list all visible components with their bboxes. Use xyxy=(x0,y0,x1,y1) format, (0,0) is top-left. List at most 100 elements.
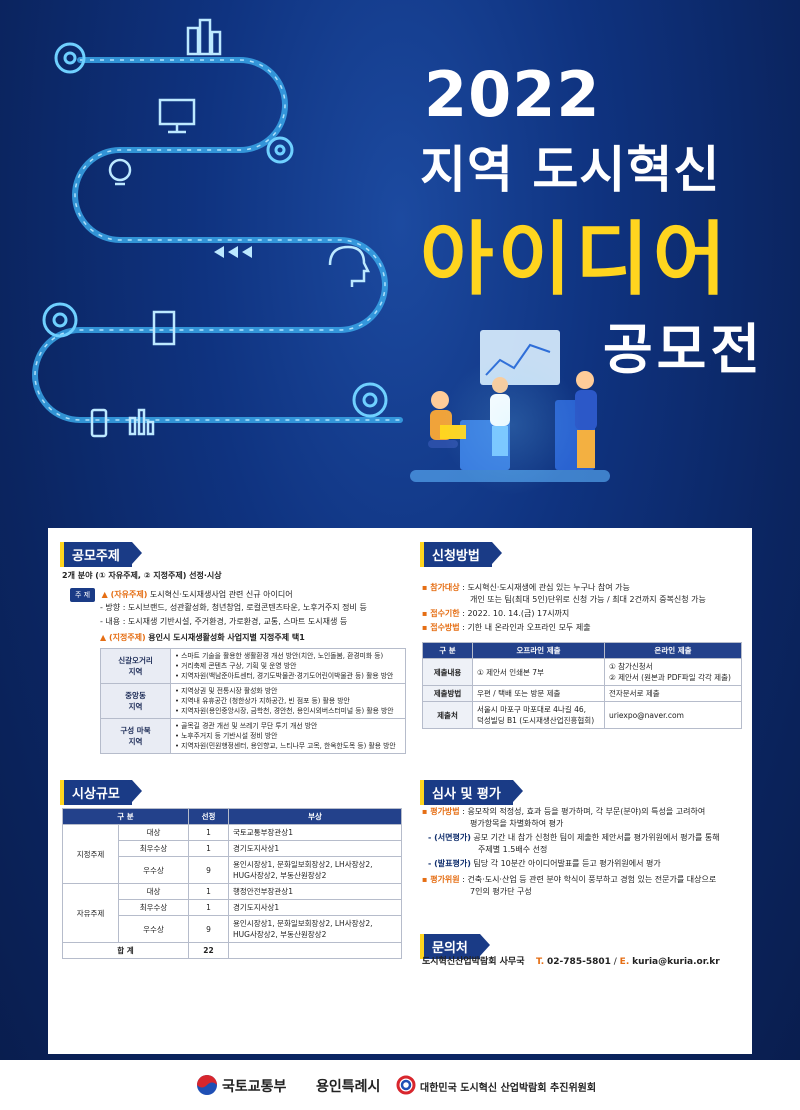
apply-target-text: : 도시혁신·도시재생에 관심 있는 누구나 참여 가능 xyxy=(462,583,630,592)
review-committee: ▪ 평가위원 : 건축·도시·산업 등 관련 분야 학식이 풍부하고 경험 있는… xyxy=(422,874,716,886)
review-section-title: 심사 및 평가 xyxy=(420,780,523,805)
review-committee-text: : 건축·도시·산업 등 관련 분야 학식이 풍부하고 경험 있는 전문가를 대… xyxy=(462,875,717,884)
footer-logo-molit: 국토교통부 xyxy=(222,1079,287,1095)
contact-line: 도시혁신산업박람회 사무국 T. 02-785-5801 / E. kuria@… xyxy=(422,956,720,968)
prize-header-category: 구 분 xyxy=(62,808,189,825)
theme-section-title: 공모주제 xyxy=(60,542,142,567)
review-doc-text: 공모 기간 내 참가 신청한 팀이 제출한 제안서를 평가위원에서 평가를 통해 xyxy=(473,833,720,842)
contact-email[interactable]: kuria@kuria.or.kr xyxy=(632,957,720,967)
apply-deadline-text: : 2022. 10. 14.(금) 17시까지 xyxy=(462,609,570,618)
theme-intro: 2개 분야 (① 자유주제, ② 지정주제) 선정·시상 xyxy=(62,571,222,580)
region-item: • 지역자원(백남준아트센터, 경기도박물관·경기도어린이박물관 등) 활용 방… xyxy=(175,672,394,680)
prize-reward: 행정안전부장관상1 xyxy=(228,883,402,900)
prize-count: 1 xyxy=(188,824,229,841)
prize-reward: 경기도지사상1 xyxy=(228,899,402,916)
designated-theme-text: 용인시 도시재생활성화 사업지별 지정주제 택1 xyxy=(148,633,305,642)
apply-method: ▪ 접수방법 : 기한 내 온라인과 오프라인 모두 제출 xyxy=(422,622,591,634)
review-method-text: : 응모작의 적정성, 효과 등을 평가하며, 각 부문(분야)의 특성을 고려… xyxy=(462,807,706,816)
submission-header-offline: 오프라인 제출 xyxy=(472,642,605,659)
content-panel: 공모주제 2개 분야 (① 자유주제, ② 지정주제) 선정·시상 주 제 ▲ … xyxy=(48,528,752,1054)
apply-method-label: ▪ 접수방법 xyxy=(422,623,460,632)
prize-reward: 경기도지사상1 xyxy=(228,840,402,857)
prize-total-label: 합 계 xyxy=(62,942,189,959)
submission-label: 제출내용 xyxy=(422,658,473,686)
region-item: • 지역내 유휴공간 (청한상가 지하공간, 빈 점포 등) 활용 방안 xyxy=(175,697,350,705)
apply-deadline-label: ▪ 접수기한 xyxy=(422,609,460,618)
theme-tag: 주 제 xyxy=(70,588,96,602)
contact-separator: / xyxy=(613,957,617,967)
region-item: • 지역상권 및 전통시장 활성화 방안 xyxy=(175,687,278,695)
region-items: • 골목길 경관 개선 및 쓰레기 무단 투기 개선 방안 • 노후주거지 등 기… xyxy=(170,718,406,754)
review-committee-label: ▪ 평가위원 xyxy=(422,875,460,884)
review-doc: - (서면평가) 공모 기간 내 참가 신청한 팀이 제출한 제안서를 평가위원… xyxy=(428,832,720,844)
title-subject: 지역 도시혁신 xyxy=(420,141,721,199)
free-bullet-2: - 내용 : 도시재생 기반시설, 주거환경, 가로환경, 교통, 스마트 도시… xyxy=(100,617,348,626)
footer: 국토교통부 용인특례시 대한민국 도시혁신 산업박람회 추진위원회 xyxy=(0,1060,800,1110)
contact-org: 도시혁신산업박람회 사무국 xyxy=(422,957,525,967)
region-item: • 스마트 기술을 활용한 생활환경 개선 방안(치안, 노인돌봄, 환경미화 … xyxy=(175,652,384,660)
hero-area: 2022 지역 도시혁신 아이디어 공모전 xyxy=(0,0,800,530)
submission-online: uriexpo@naver.com xyxy=(603,701,743,729)
free-bullet-1: - 방향 : 도시브랜드, 성관활성화, 청년창업, 로컬콘텐츠타운, 노후거주… xyxy=(100,603,367,612)
region-item: • 골목길 경관 개선 및 쓰레기 무단 투기 개선 방안 xyxy=(175,722,318,730)
region-item: • 노후주거지 등 기반시설 정비 방안 xyxy=(175,732,278,740)
submission-header-category: 구 분 xyxy=(422,642,473,659)
prize-grade: 우수상 xyxy=(118,915,189,943)
designated-theme-prefix: ▲ (지정주제) xyxy=(100,633,146,642)
region-item: • 지역자원(민원행정센터, 용인향교, 느티나무 고목, 한옥한도목 등) 활… xyxy=(175,742,396,750)
title-highlight: 아이디어 xyxy=(420,213,731,306)
prize-reward: 용인시장상1, 문화일보회장상2, LH사장상2,HUG사장상2, 부동산원장상… xyxy=(228,915,402,943)
prize-header-count: 선정 xyxy=(188,808,229,825)
contact-section-title: 문의처 xyxy=(420,934,490,959)
region-items: • 지역상권 및 전통시장 활성화 방안 • 지역내 유휴공간 (청한상가 지하공… xyxy=(170,683,406,719)
prize-count: 1 xyxy=(188,899,229,916)
prize-count: 9 xyxy=(188,856,229,884)
prize-reward: 국토교통부장관상1 xyxy=(228,824,402,841)
submission-label: 제출방법 xyxy=(422,685,473,702)
submission-offline: 우편 / 택배 또는 방문 제출 xyxy=(472,685,605,702)
submission-offline: 서울시 마포구 마포대로 4나길 46,덕성빌딩 B1 (도시재생산업진흥협회) xyxy=(472,701,605,729)
review-pres-text: 팀당 각 10분간 아이디어발표를 듣고 평가위원에서 평가 xyxy=(473,859,661,868)
prize-count: 1 xyxy=(188,883,229,900)
review-doc-text2: 주제별 1.5배수 선정 xyxy=(478,845,548,854)
prize-grade: 최우수상 xyxy=(118,840,189,857)
molit-emblem-icon xyxy=(197,1075,217,1095)
prize-group-name: 지정주제 xyxy=(62,824,119,884)
submission-header-online: 온라인 제출 xyxy=(603,642,743,659)
contact-phone: 02-785-5801 xyxy=(547,957,611,967)
footer-logo-committee: 대한민국 도시혁신 산업박람회 추진위원회 xyxy=(420,1083,597,1094)
prize-total-count: 22 xyxy=(188,942,229,959)
apply-deadline: ▪ 접수기한 : 2022. 10. 14.(금) 17시까지 xyxy=(422,608,569,620)
region-items: • 스마트 기술을 활용한 생활환경 개선 방안(치안, 노인돌봄, 환경미화 … xyxy=(170,648,406,684)
designated-theme-line: ▲ (지정주제) 용인시 도시재생활성화 사업지별 지정주제 택1 xyxy=(100,632,305,644)
title-year: 2022 xyxy=(424,58,601,131)
submission-online: 전자문서로 제출 xyxy=(603,685,743,702)
prize-group-name: 자유주제 xyxy=(62,883,119,943)
review-doc-label: - (서면평가) xyxy=(428,833,471,842)
prize-header-prize: 부상 xyxy=(228,808,402,825)
footer-logo-yongin: 용인특례시 xyxy=(316,1079,381,1095)
free-theme-line: 주 제 ▲ (자유주제) 도시혁신·도시재생사업 관련 신규 아이디어 xyxy=(70,588,293,602)
prize-grade: 대상 xyxy=(118,824,189,841)
prize-reward: 용인시장상1, 문화일보회장상2, LH사장상2,HUG사장상2, 부동산원장상… xyxy=(228,856,402,884)
prize-grade: 최우수상 xyxy=(118,899,189,916)
submission-offline: ① 제안서 인쇄본 7부 xyxy=(472,658,605,686)
review-committee-text2: 7인의 평가단 구성 xyxy=(470,887,532,896)
prize-total-empty xyxy=(228,942,402,959)
prize-section-title: 시상규모 xyxy=(60,780,142,805)
